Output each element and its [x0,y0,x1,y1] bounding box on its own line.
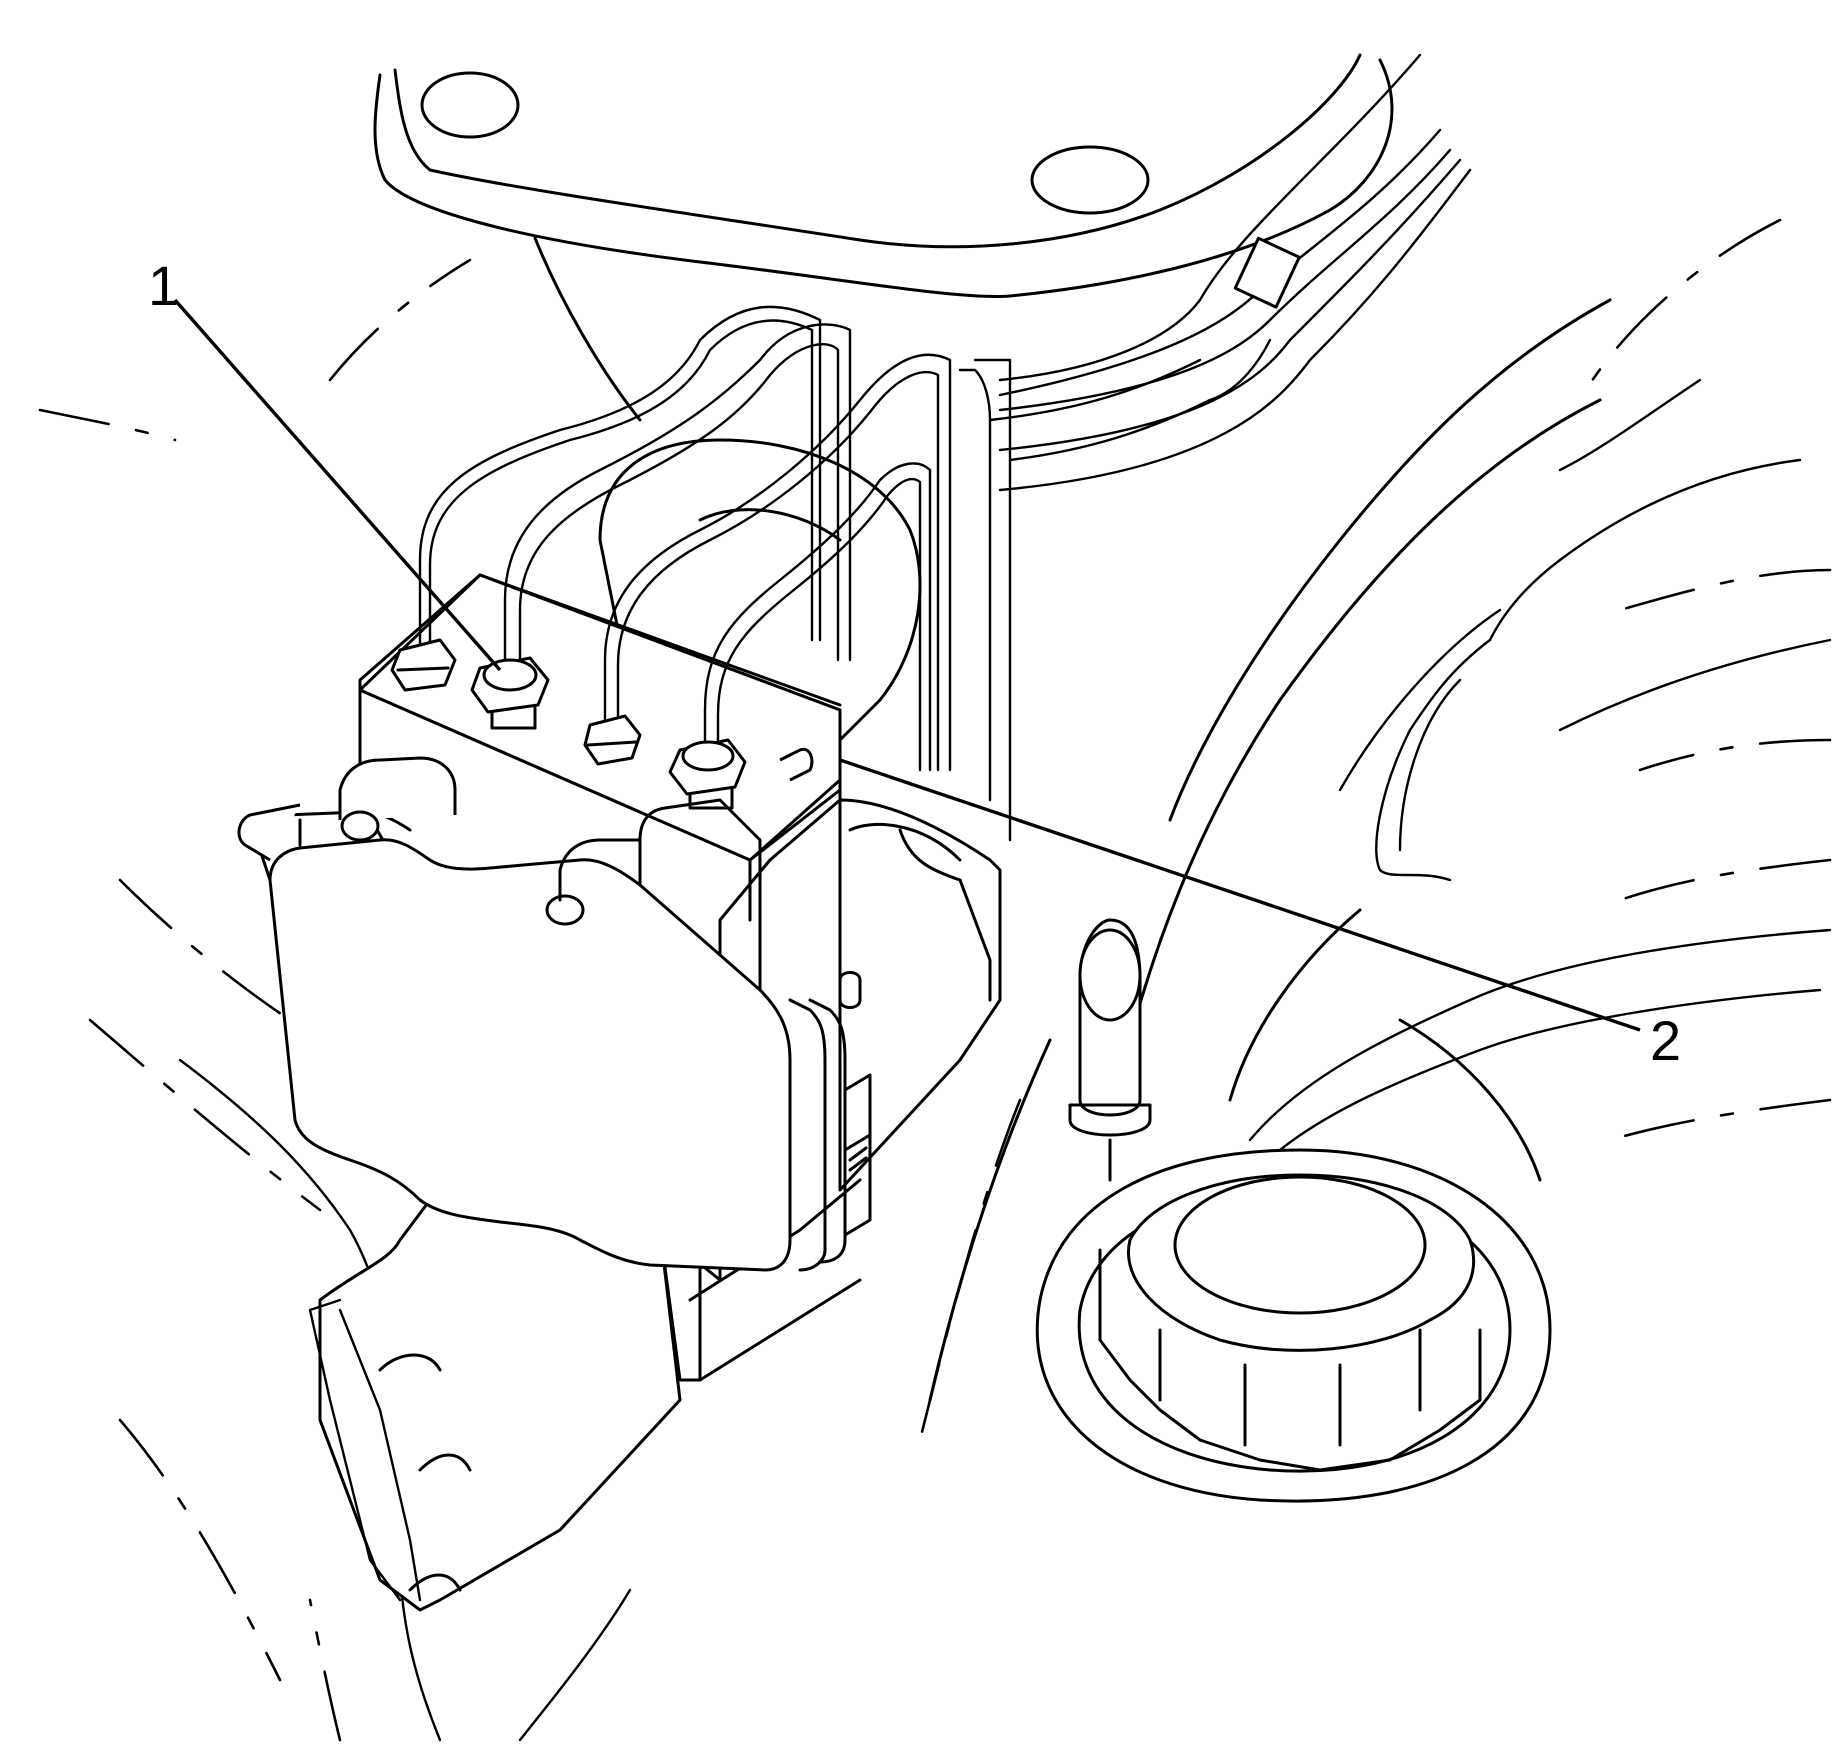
bolt-post [1068,918,1152,1182]
callout-2-group: 2 [839,758,1681,1072]
lower-mounting-bracket [308,1178,862,1612]
upper-mounting-bracket [373,53,1394,422]
fender-contour-right [1248,218,1832,1152]
brake-pipe-fittings [390,305,1272,842]
callout-label-1: 1 [148,254,179,317]
callout-1-group: 1 [148,254,502,672]
abs-pump-motor [598,438,922,762]
abs-control-module [257,756,872,1272]
brake-line-bundle-upper [998,53,1472,492]
reservoir-cap [1035,1148,1552,1503]
leader-line-2 [839,758,1641,1032]
callout-label-2: 2 [1650,1009,1681,1072]
module-connector-tabs [237,747,814,862]
leader-line-1 [173,298,502,672]
